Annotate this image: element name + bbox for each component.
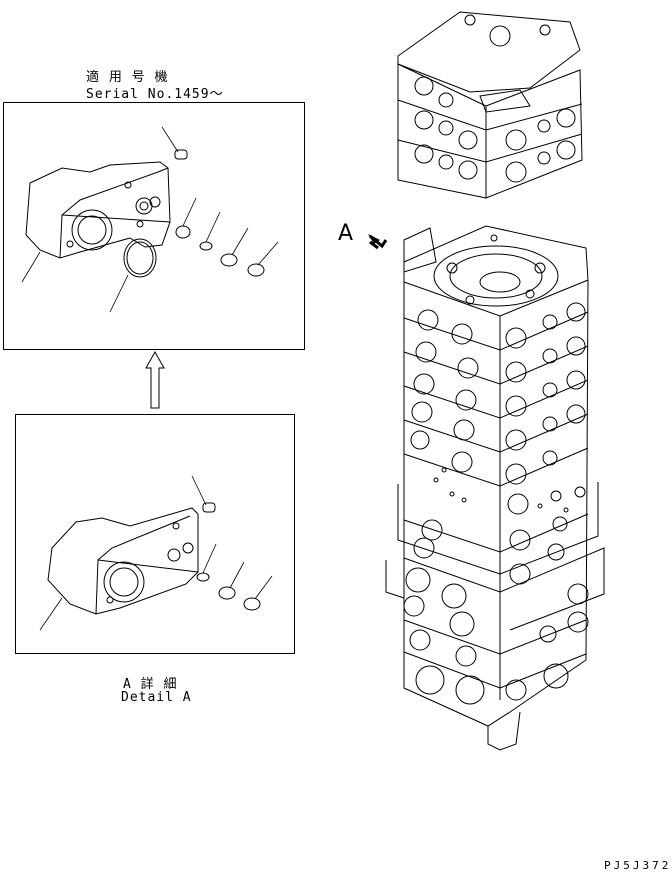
- view-arrow-icon: [368, 234, 388, 250]
- drawing-code: PJ5J372: [604, 859, 672, 872]
- cover-plate-upper: [25, 161, 171, 259]
- serial-heading-en: Serial No.1459～: [86, 87, 224, 102]
- valve-top-section: [397, 11, 583, 199]
- detail-caption-jp: A 詳 細: [123, 677, 178, 692]
- upper-plate-parts: [21, 126, 279, 313]
- cover-plate-detail: [47, 507, 199, 615]
- serial-detail-frame: [3, 102, 305, 350]
- detail-a-frame: [15, 414, 295, 654]
- detail-plate-parts: [39, 475, 273, 631]
- detail-caption-en: Detail A: [121, 690, 192, 705]
- up-arrow-icon: [145, 350, 165, 409]
- valve-main-stack: [385, 225, 605, 751]
- view-marker-a: A: [338, 221, 355, 246]
- serial-heading-jp: 適 用 号 機: [86, 70, 169, 85]
